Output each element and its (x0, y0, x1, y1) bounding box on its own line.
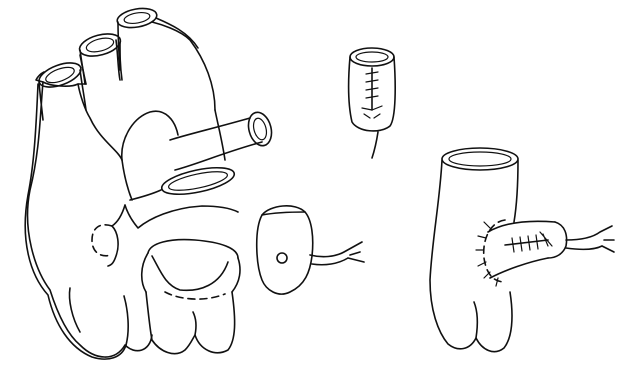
repaired-aorta-lumen (449, 152, 511, 166)
coronary-artery (310, 242, 364, 265)
atrium-inner-line (122, 160, 132, 200)
small-tube-lumen (356, 52, 388, 62)
pulmonary-tube-lumen (251, 117, 268, 141)
atrium-arch (122, 111, 178, 160)
stump-dashed (92, 225, 112, 256)
root-cuff-outer (148, 240, 238, 258)
donor-patch-rim (262, 212, 305, 215)
heart-middle-body (112, 205, 238, 228)
vessel-right-lumen (123, 11, 150, 25)
vessel-left-opening (36, 58, 84, 92)
atrium-connector (130, 190, 161, 200)
vessel-left-lumen (44, 64, 76, 86)
coronary-button (277, 253, 287, 263)
repaired-aorta-opening (442, 148, 518, 170)
repaired-graft-suture (505, 240, 548, 245)
repaired-heart-outline (430, 160, 518, 352)
vessel-right-opening (116, 6, 159, 31)
sutured-tube-small (349, 48, 396, 158)
heart-main (25, 6, 275, 359)
root-tube-body (146, 292, 235, 354)
small-tube-tail (372, 132, 378, 158)
heart-repaired (430, 148, 614, 352)
donor-patch (257, 206, 364, 294)
repaired-coronary (566, 226, 614, 252)
repaired-heart-lobe (474, 302, 477, 338)
root-cuff-dashed (165, 292, 225, 299)
stump-outline (108, 226, 118, 266)
repaired-graft-end (548, 222, 567, 258)
ventricle-lumen (167, 168, 229, 194)
ventricle-opening (160, 163, 237, 200)
heart-lobe-line (69, 288, 80, 332)
heart-apex-notch (124, 296, 128, 345)
donor-patch-outline (257, 206, 313, 294)
root-cuff-inner (152, 256, 228, 290)
heart-right-contour (215, 110, 225, 160)
root-cuff-rim (142, 253, 240, 292)
vessel-right-wall (118, 18, 198, 70)
root-tube-notch (193, 312, 196, 335)
